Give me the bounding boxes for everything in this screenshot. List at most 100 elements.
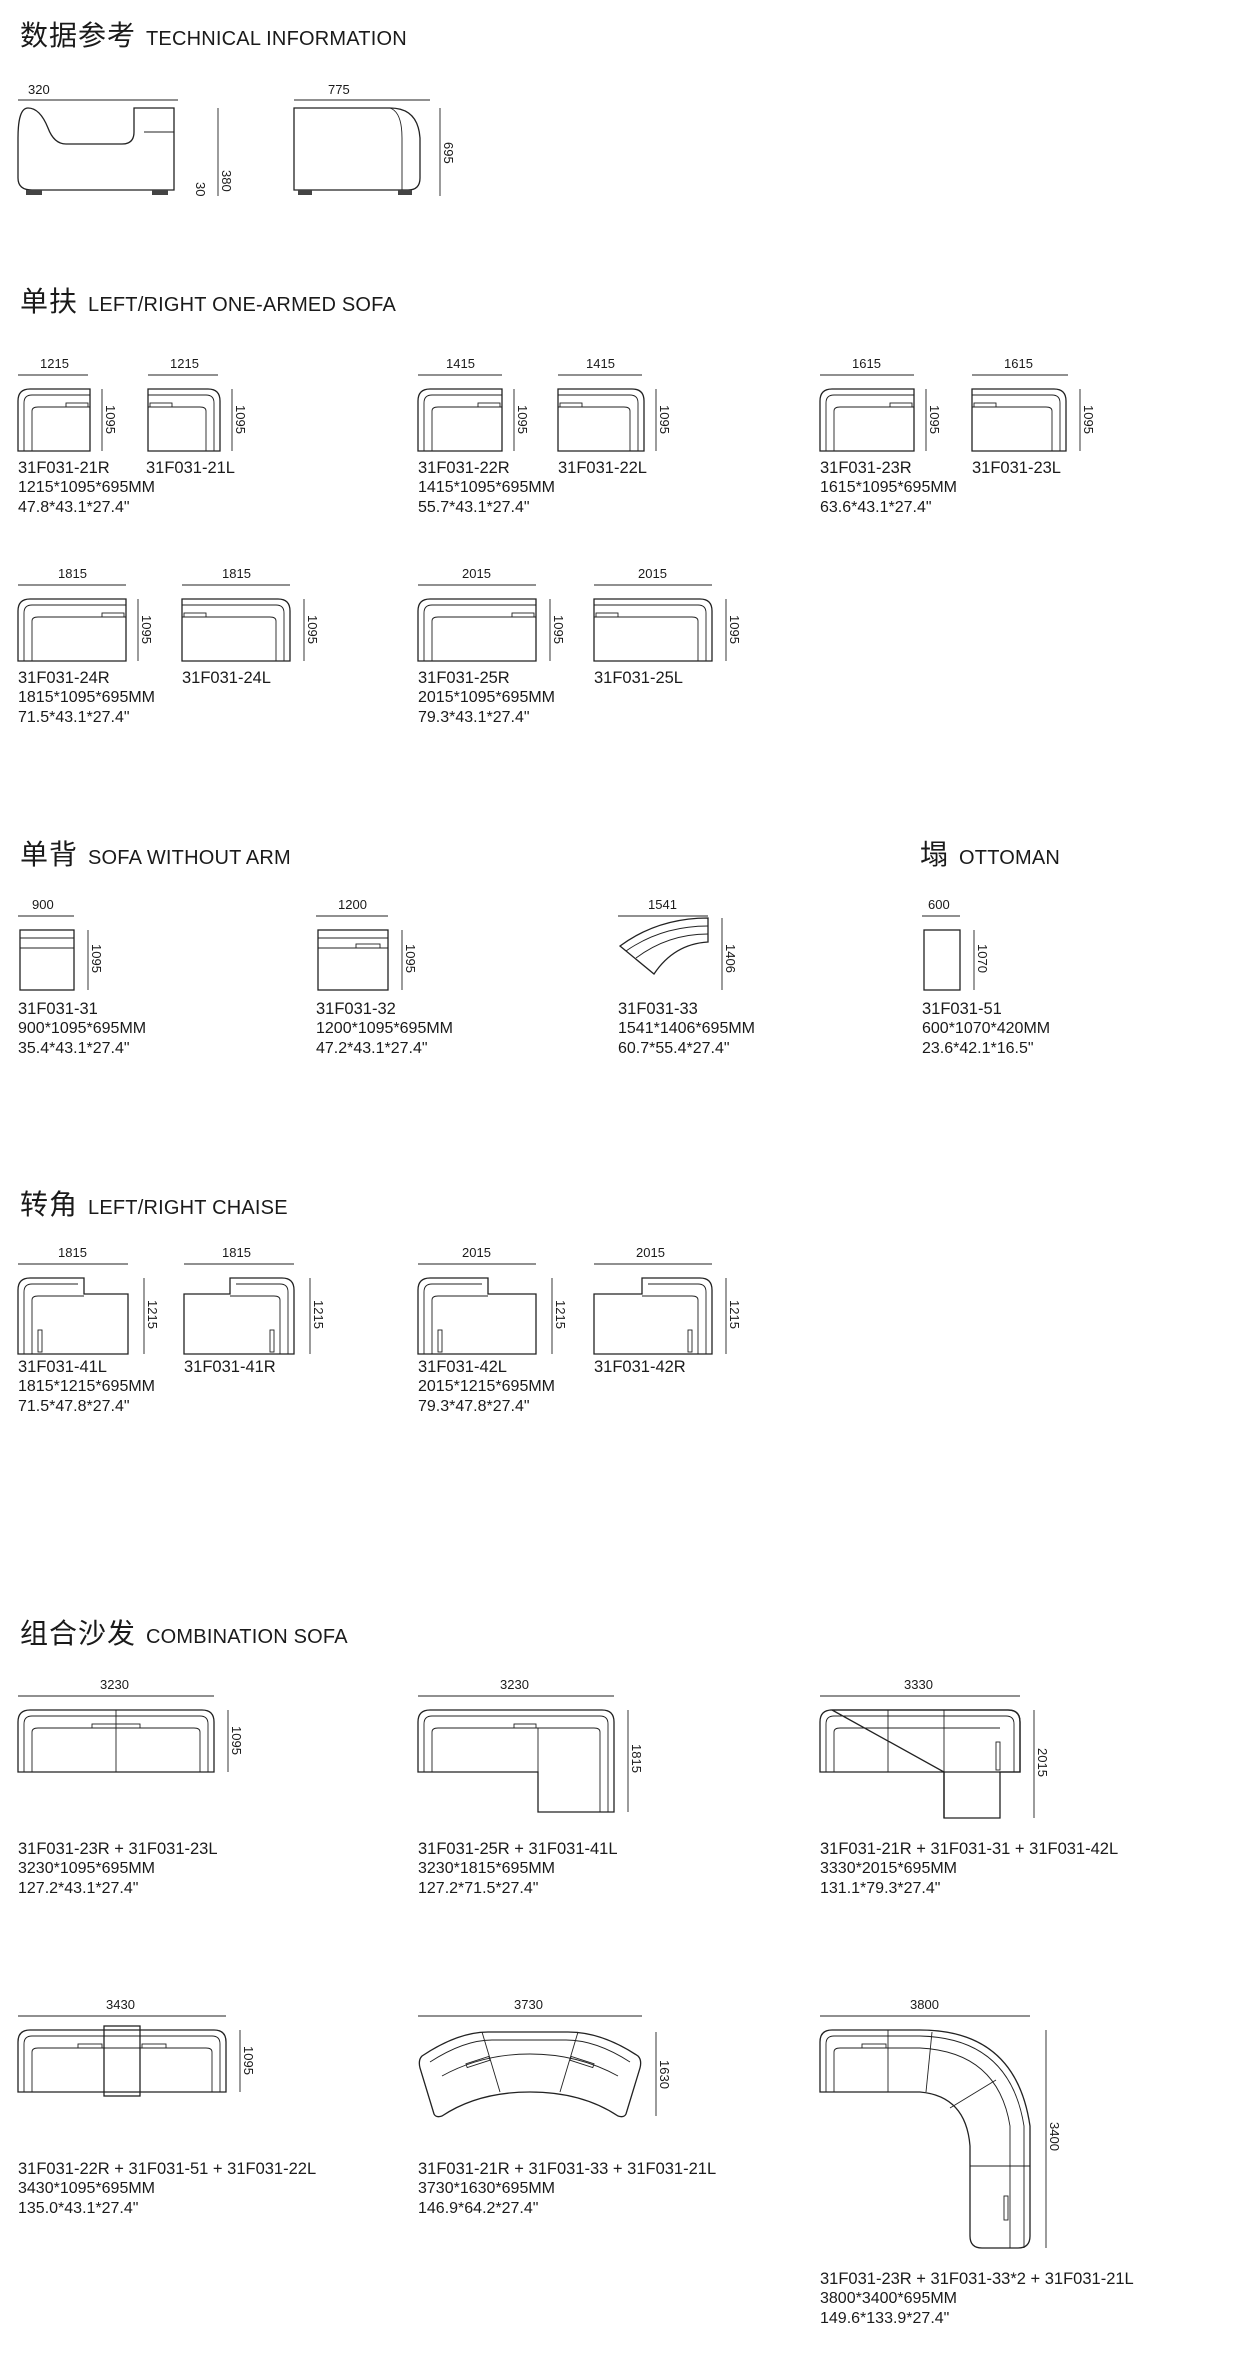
product-code: 31F031-42L <box>418 1358 507 1376</box>
dimensions-inch: 63.6*43.1*27.4" <box>820 499 932 516</box>
width-label: 1415 <box>586 356 615 371</box>
depth-label: 1815 <box>629 1744 644 1773</box>
section-title-en: LEFT/RIGHT CHAISE <box>88 1197 288 1219</box>
width-label: 3800 <box>910 1997 939 2012</box>
depth-label: 1095 <box>515 405 530 434</box>
width-label: 1541 <box>648 897 677 912</box>
combo-25R-41L: 3230 1815 31F031-25R + 31F031-41L 3230*1… <box>417 1676 678 1899</box>
product-code: 31F031-32 <box>316 1000 396 1018</box>
depth-label: 1095 <box>727 615 742 644</box>
product-code: 31F031-41R <box>184 1358 276 1376</box>
depth-label: 1095 <box>1081 405 1096 434</box>
width-label: 1615 <box>852 356 881 371</box>
product-code: 31F031-25L <box>594 669 683 687</box>
section-title-zh: 组合沙发 <box>20 1617 137 1650</box>
dimensions-mm: 2015*1215*695MM <box>418 1378 555 1395</box>
product-31: 900 1095 31F031-31 900*1095*695MM 35.4*4… <box>18 896 146 1059</box>
combo-23R-33x2-21L: 3800 3400 31F031-23R + 31F031-33*2 + 31F… <box>819 1996 1134 2329</box>
dimensions-inch: 71.5*43.1*27.4" <box>18 709 130 726</box>
product-code: 31F031-21R + 31F031-31 + 31F031-42L <box>820 1840 1119 1858</box>
product-code: 31F031-25R + 31F031-41L <box>418 1840 618 1858</box>
dimensions-mm: 1815*1095*695MM <box>18 689 155 706</box>
combo-23R-23L: 3230 1095 31F031-23R + 31F031-23L 3230*1… <box>17 1676 278 1899</box>
side-view-drawing: 320 380 30 <box>14 78 254 208</box>
dimensions-mm: 1541*1406*695MM <box>618 1020 755 1037</box>
dimensions-inch: 131.1*79.3*27.4" <box>820 1880 941 1897</box>
product-code: 31F031-23L <box>972 459 1061 477</box>
width-label: 1815 <box>58 566 87 581</box>
product-code: 31F031-51 <box>922 1000 1002 1018</box>
product-code: 31F031-22R <box>418 459 510 477</box>
dimensions-mm: 1200*1095*695MM <box>316 1020 453 1037</box>
depth-label: 1095 <box>927 405 942 434</box>
dimensions-inch: 23.6*42.1*16.5" <box>922 1040 1034 1057</box>
dimensions-mm: 3430*1095*695MM <box>18 2180 155 2197</box>
dimensions-inch: 47.2*43.1*27.4" <box>316 1040 428 1057</box>
section-title-chaise: 转角 LEFT/RIGHT CHAISE <box>20 1183 288 1223</box>
depth-label: 3400 <box>1047 2122 1062 2151</box>
width-label: 1215 <box>40 356 69 371</box>
width-label: 2015 <box>462 566 491 581</box>
product-code: 31F031-25R <box>418 669 510 687</box>
dimensions-inch: 127.2*71.5*27.4" <box>418 1880 539 1897</box>
dimensions-inch: 146.9*64.2*27.4" <box>418 2200 539 2217</box>
product-code: 31F031-21R + 31F031-33 + 31F031-21L <box>418 2160 717 2178</box>
depth-label: 1215 <box>311 1300 326 1329</box>
depth-label: 1070 <box>975 944 990 973</box>
depth-label: 1630 <box>657 2060 672 2089</box>
dimensions-inch: 149.6*133.9*27.4" <box>820 2310 950 2327</box>
dimensions-mm: 600*1070*420MM <box>922 1020 1051 1037</box>
depth-label: 1215 <box>727 1300 742 1329</box>
product-32: 1200 1095 31F031-32 1200*1095*695MM 47.2… <box>316 896 453 1059</box>
combo-22R-51-22L: 3430 1095 31F031-22R + 31F031-51 + 31F03… <box>17 1996 316 2219</box>
width-label: 1215 <box>170 356 199 371</box>
dimensions-inch: 79.3*47.8*27.4" <box>418 1398 530 1415</box>
dimensions-inch: 47.8*43.1*27.4" <box>18 499 130 516</box>
depth-label: 1215 <box>553 1300 568 1329</box>
dimensions-mm: 1815*1215*695MM <box>18 1378 155 1395</box>
dimensions-mm: 3230*1095*695MM <box>18 1860 155 1877</box>
width-label: 2015 <box>638 566 667 581</box>
depth-label: 1095 <box>139 615 154 644</box>
width-label: 900 <box>32 897 54 912</box>
width-label: 1415 <box>446 356 475 371</box>
dimensions-inch: 35.4*43.1*27.4" <box>18 1040 130 1057</box>
product-code: 31F031-33 <box>618 1000 698 1018</box>
combo-21R-33-21L: 3730 1630 31F031-21R + 31F031-33 + 31F03… <box>418 1996 718 2219</box>
product-51: 600 1070 31F031-51 600*1070*420MM 23.6*4… <box>922 896 1050 1059</box>
depth-label: 1095 <box>241 2046 256 2075</box>
dimensions-mm: 900*1095*695MM <box>18 1020 147 1037</box>
section-title-en: TECHNICAL INFORMATION <box>146 28 407 50</box>
dimensions-mm: 3730*1630*695MM <box>418 2180 555 2197</box>
product-code: 31F031-41L <box>18 1358 107 1376</box>
product-code: 31F031-24L <box>182 669 271 687</box>
side-width-label: 320 <box>28 82 50 97</box>
width-label: 1815 <box>222 566 251 581</box>
product-33: 1541 1406 31F031-33 1541*1406*695MM 60.7… <box>618 896 768 1059</box>
dimensions-mm: 1215*1095*695MM <box>18 479 155 496</box>
side-leg-label: 30 <box>193 182 208 196</box>
section-title-zh: 转角 <box>20 1188 79 1221</box>
depth-label: 1215 <box>145 1300 160 1329</box>
front-view-drawing: 775 695 <box>290 78 470 208</box>
section-title-en: SOFA WITHOUT ARM <box>88 847 291 869</box>
product-code: 31F031-21R <box>18 459 110 477</box>
depth-label: 2015 <box>1035 1748 1050 1777</box>
depth-label: 1095 <box>233 405 248 434</box>
width-label: 3230 <box>100 1677 129 1692</box>
section-title-zh: 单扶 <box>20 285 79 318</box>
product-code: 31F031-23R <box>820 459 912 477</box>
dimensions-inch: 60.7*55.4*27.4" <box>618 1040 730 1057</box>
dimensions-inch: 55.7*43.1*27.4" <box>418 499 530 516</box>
dimensions-mm: 1615*1095*695MM <box>820 479 957 496</box>
product-code: 31F031-23R + 31F031-33*2 + 31F031-21L <box>820 2270 1134 2288</box>
